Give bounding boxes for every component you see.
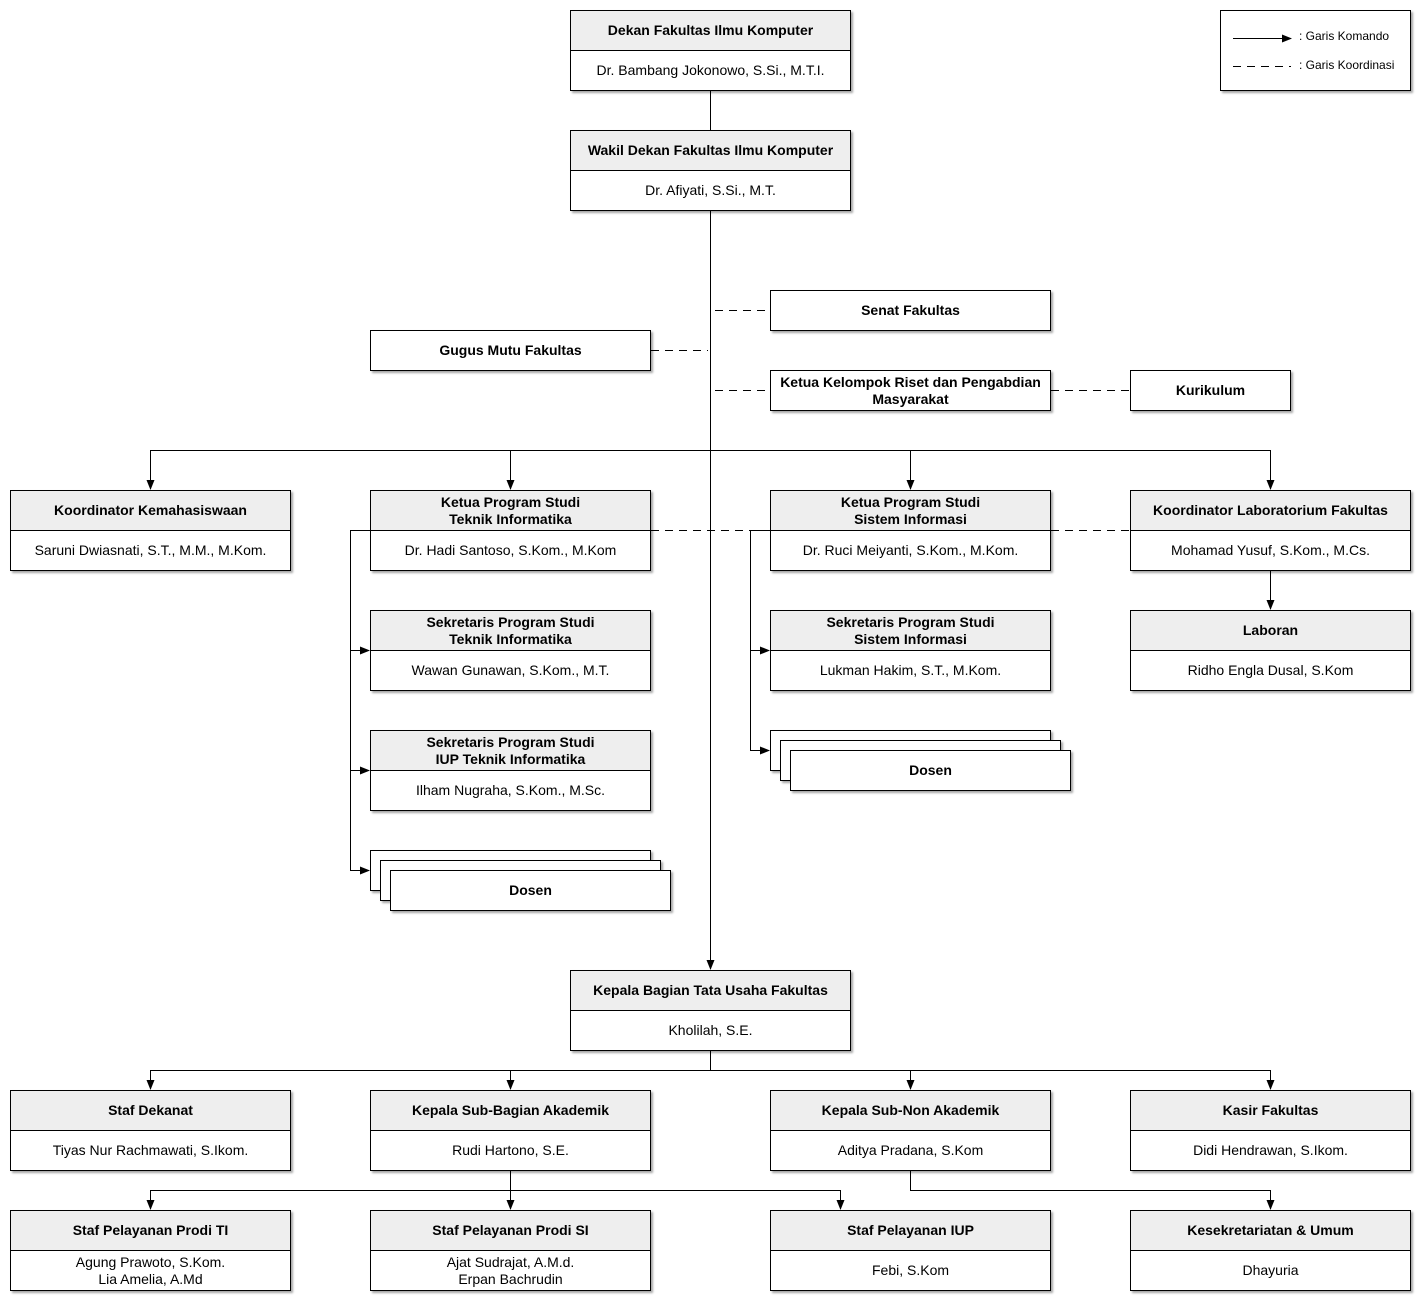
legend-coordination-label: : Garis Koordinasi [1299, 58, 1395, 72]
laboran-name: Ridho Engla Dusal, S.Kom [1187, 662, 1354, 678]
sekprodi-iup-title: Sekretaris Program Studi IUP Teknik Info… [371, 731, 650, 771]
wakil-dekan-name: Dr. Afiyati, S.Si., M.T. [645, 182, 776, 198]
kasir-title: Kasir Fakultas [1131, 1091, 1410, 1131]
dekan-title: Dekan Fakultas Ilmu Komputer [571, 11, 850, 51]
dekan-box: Dekan Fakultas Ilmu Komputer Dr. Bambang… [570, 10, 851, 91]
sekprodi-ti-box: Sekretaris Program Studi Teknik Informat… [370, 610, 651, 691]
kasubag-akademik-box: Kepala Sub-Bagian Akademik Rudi Hartono,… [370, 1090, 651, 1171]
dosen-si-box: Dosen [790, 750, 1071, 791]
wakil-dekan-box: Wakil Dekan Fakultas Ilmu Komputer Dr. A… [570, 130, 851, 211]
staf-prodi-si-names: Ajat Sudrajat, A.M.d. Erpan Bachrudin [446, 1253, 575, 1287]
staf-prodi-ti-box: Staf Pelayanan Prodi TI Agung Prawoto, S… [10, 1210, 291, 1291]
gugus-mutu-box: Gugus Mutu Fakultas [370, 330, 651, 371]
laboran-box: Laboran Ridho Engla Dusal, S.Kom [1130, 610, 1411, 691]
staf-prodi-si-title: Staf Pelayanan Prodi SI [371, 1211, 650, 1251]
legend: : Garis Komando : Garis Koordinasi [1220, 10, 1411, 91]
kasubag-akademik-name: Rudi Hartono, S.E. [452, 1142, 569, 1158]
legend-lines [1233, 34, 1292, 67]
kasub-non-akademik-box: Kepala Sub-Non Akademik Aditya Pradana, … [770, 1090, 1051, 1171]
staf-prodi-si-box: Staf Pelayanan Prodi SI Ajat Sudrajat, A… [370, 1210, 651, 1291]
sekprodi-iup-box: Sekretaris Program Studi IUP Teknik Info… [370, 730, 651, 811]
kasub-non-akademik-name: Aditya Pradana, S.Kom [837, 1142, 984, 1158]
koordinator-kemahasiswaan-box: Koordinator Kemahasiswaan Saruni Dwiasna… [10, 490, 291, 571]
sekprodi-si-box: Sekretaris Program Studi Sistem Informas… [770, 610, 1051, 691]
staf-prodi-ti-names: Agung Prawoto, S.Kom. Lia Amelia, A.Md [75, 1253, 226, 1287]
kabag-tu-box: Kepala Bagian Tata Usaha Fakultas Kholil… [570, 970, 851, 1051]
kasub-non-akademik-title: Kepala Sub-Non Akademik [771, 1091, 1050, 1131]
sekprodi-si-title: Sekretaris Program Studi Sistem Informas… [771, 611, 1050, 651]
staf-iup-name: Febi, S.Kom [871, 1262, 950, 1278]
staf-iup-title: Staf Pelayanan IUP [771, 1211, 1050, 1251]
staf-prodi-ti-title: Staf Pelayanan Prodi TI [11, 1211, 290, 1251]
kaprodi-ti-title: Ketua Program Studi Teknik Informatika [371, 491, 650, 531]
sekprodi-iup-name: Ilham Nugraha, S.Kom., M.Sc. [415, 782, 606, 798]
kesekretariatan-name: Dhayuria [1242, 1262, 1299, 1278]
staf-iup-box: Staf Pelayanan IUP Febi, S.Kom [770, 1210, 1051, 1291]
koordinator-kemahasiswaan-name: Saruni Dwiasnati, S.T., M.M., M.Kom. [34, 542, 267, 558]
laboran-title: Laboran [1131, 611, 1410, 651]
legend-command-label: : Garis Komando [1299, 29, 1390, 43]
staf-dekanat-title: Staf Dekanat [11, 1091, 290, 1131]
kasir-box: Kasir Fakultas Didi Hendrawan, S.Ikom. [1130, 1090, 1411, 1171]
koordinator-lab-box: Koordinator Laboratorium Fakultas Mohama… [1130, 490, 1411, 571]
wakil-dekan-title: Wakil Dekan Fakultas Ilmu Komputer [571, 131, 850, 171]
kaprodi-si-title: Ketua Program Studi Sistem Informasi [771, 491, 1050, 531]
kesekretariatan-box: Kesekretariatan & Umum Dhayuria [1130, 1210, 1411, 1291]
senat-box: Senat Fakultas [770, 290, 1051, 331]
kaprodi-ti-box: Ketua Program Studi Teknik Informatika D… [370, 490, 651, 571]
koordinator-lab-title: Koordinator Laboratorium Fakultas [1131, 491, 1410, 531]
kasubag-akademik-title: Kepala Sub-Bagian Akademik [371, 1091, 650, 1131]
staf-dekanat-box: Staf Dekanat Tiyas Nur Rachmawati, S.Iko… [10, 1090, 291, 1171]
kaprodi-si-box: Ketua Program Studi Sistem Informasi Dr.… [770, 490, 1051, 571]
koordinator-kemahasiswaan-title: Koordinator Kemahasiswaan [11, 491, 290, 531]
kelompok-riset-box: Ketua Kelompok Riset dan Pengabdian Masy… [770, 370, 1051, 411]
kesekretariatan-title: Kesekretariatan & Umum [1131, 1211, 1410, 1251]
kasir-name: Didi Hendrawan, S.Ikom. [1193, 1142, 1348, 1158]
dekan-name: Dr. Bambang Jokonowo, S.Si., M.T.I. [596, 62, 825, 78]
sekprodi-si-name: Lukman Hakim, S.T., M.Kom. [819, 662, 1002, 678]
kabag-tu-name: Kholilah, S.E. [668, 1022, 753, 1038]
koordinator-lab-name: Mohamad Yusuf, S.Kom., M.Cs. [1171, 542, 1370, 558]
kurikulum-box: Kurikulum [1130, 370, 1291, 411]
staf-dekanat-name: Tiyas Nur Rachmawati, S.Ikom. [52, 1142, 249, 1158]
sekprodi-ti-title: Sekretaris Program Studi Teknik Informat… [371, 611, 650, 651]
sekprodi-ti-name: Wawan Gunawan, S.Kom., M.T. [411, 662, 610, 678]
kaprodi-si-name: Dr. Ruci Meiyanti, S.Kom., M.Kom. [802, 542, 1019, 558]
kabag-tu-title: Kepala Bagian Tata Usaha Fakultas [571, 971, 850, 1011]
dosen-ti-box: Dosen [390, 870, 671, 911]
kaprodi-ti-name: Dr. Hadi Santoso, S.Kom., M.Kom [404, 542, 617, 558]
